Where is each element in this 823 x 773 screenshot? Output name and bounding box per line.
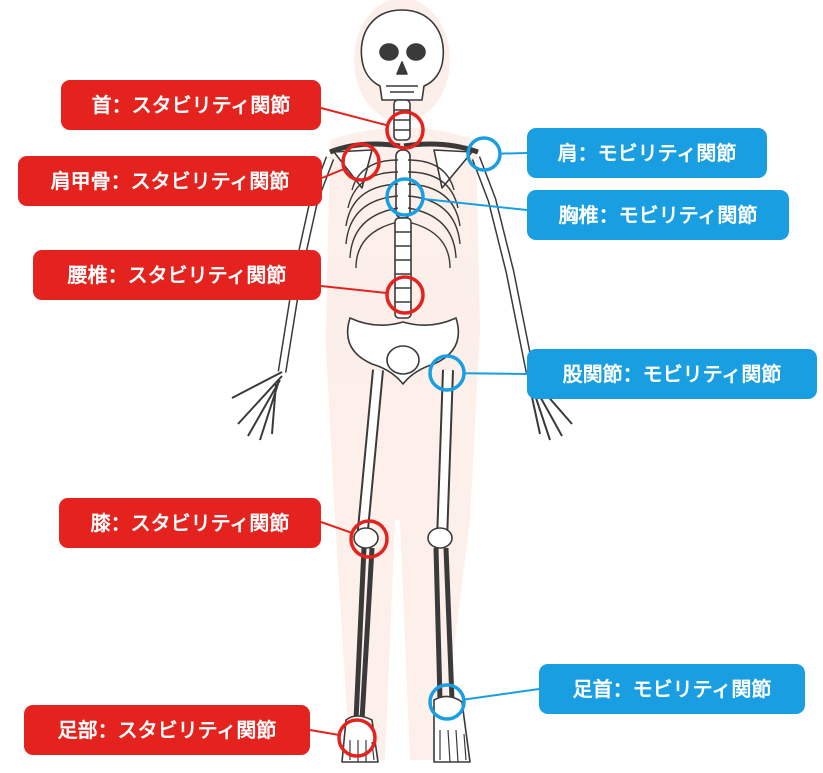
eye-socket-left	[379, 43, 399, 61]
label-thoracic-mobility: 胸椎：モビリティ関節	[527, 190, 789, 240]
joint-circle-hip	[428, 354, 466, 392]
connector-line-ankle	[463, 688, 540, 701]
connector-line-lumbar	[320, 285, 388, 295]
label-foot-stability: 足部：スタビリティ関節	[24, 705, 310, 755]
connector-line-shoulder	[499, 152, 528, 155]
joint-circle-lumbar	[385, 275, 425, 315]
joint-circle-knee	[349, 519, 389, 559]
joint-circle-foot	[337, 718, 377, 758]
label-knee-stability: 膝：スタビリティ関節	[59, 498, 321, 548]
label-scapula-stability: 肩甲骨：スタビリティ関節	[18, 156, 322, 206]
label-hip-mobility: 股関節：モビリティ関節	[527, 349, 817, 399]
eye-socket-right	[406, 43, 426, 61]
joint-circle-neck	[385, 110, 425, 150]
connector-line-neck	[320, 107, 388, 127]
label-neck-stability: 首：スタビリティ関節	[61, 80, 321, 130]
connector-line-foot	[309, 729, 340, 736]
joint-circle-ankle	[428, 683, 466, 721]
connector-line-thoracic	[422, 197, 528, 211]
label-shoulder-mobility: 肩：モビリティ関節	[527, 128, 767, 178]
connector-line-knee	[320, 521, 353, 534]
label-lumbar-stability: 腰椎：スタビリティ関節	[33, 250, 321, 300]
connector-line-hip	[463, 372, 528, 375]
nose-cavity	[396, 61, 408, 75]
teeth	[386, 85, 418, 93]
label-ankle-mobility: 足首：モビリティ関節	[539, 664, 805, 714]
joint-circle-thoracic	[385, 177, 425, 217]
skeleton	[231, 9, 579, 763]
joint-circle-scapula	[341, 142, 381, 182]
joint-circle-shoulder	[466, 136, 502, 172]
joint-connectors	[309, 107, 540, 758]
connector-line-scapula	[321, 167, 345, 179]
